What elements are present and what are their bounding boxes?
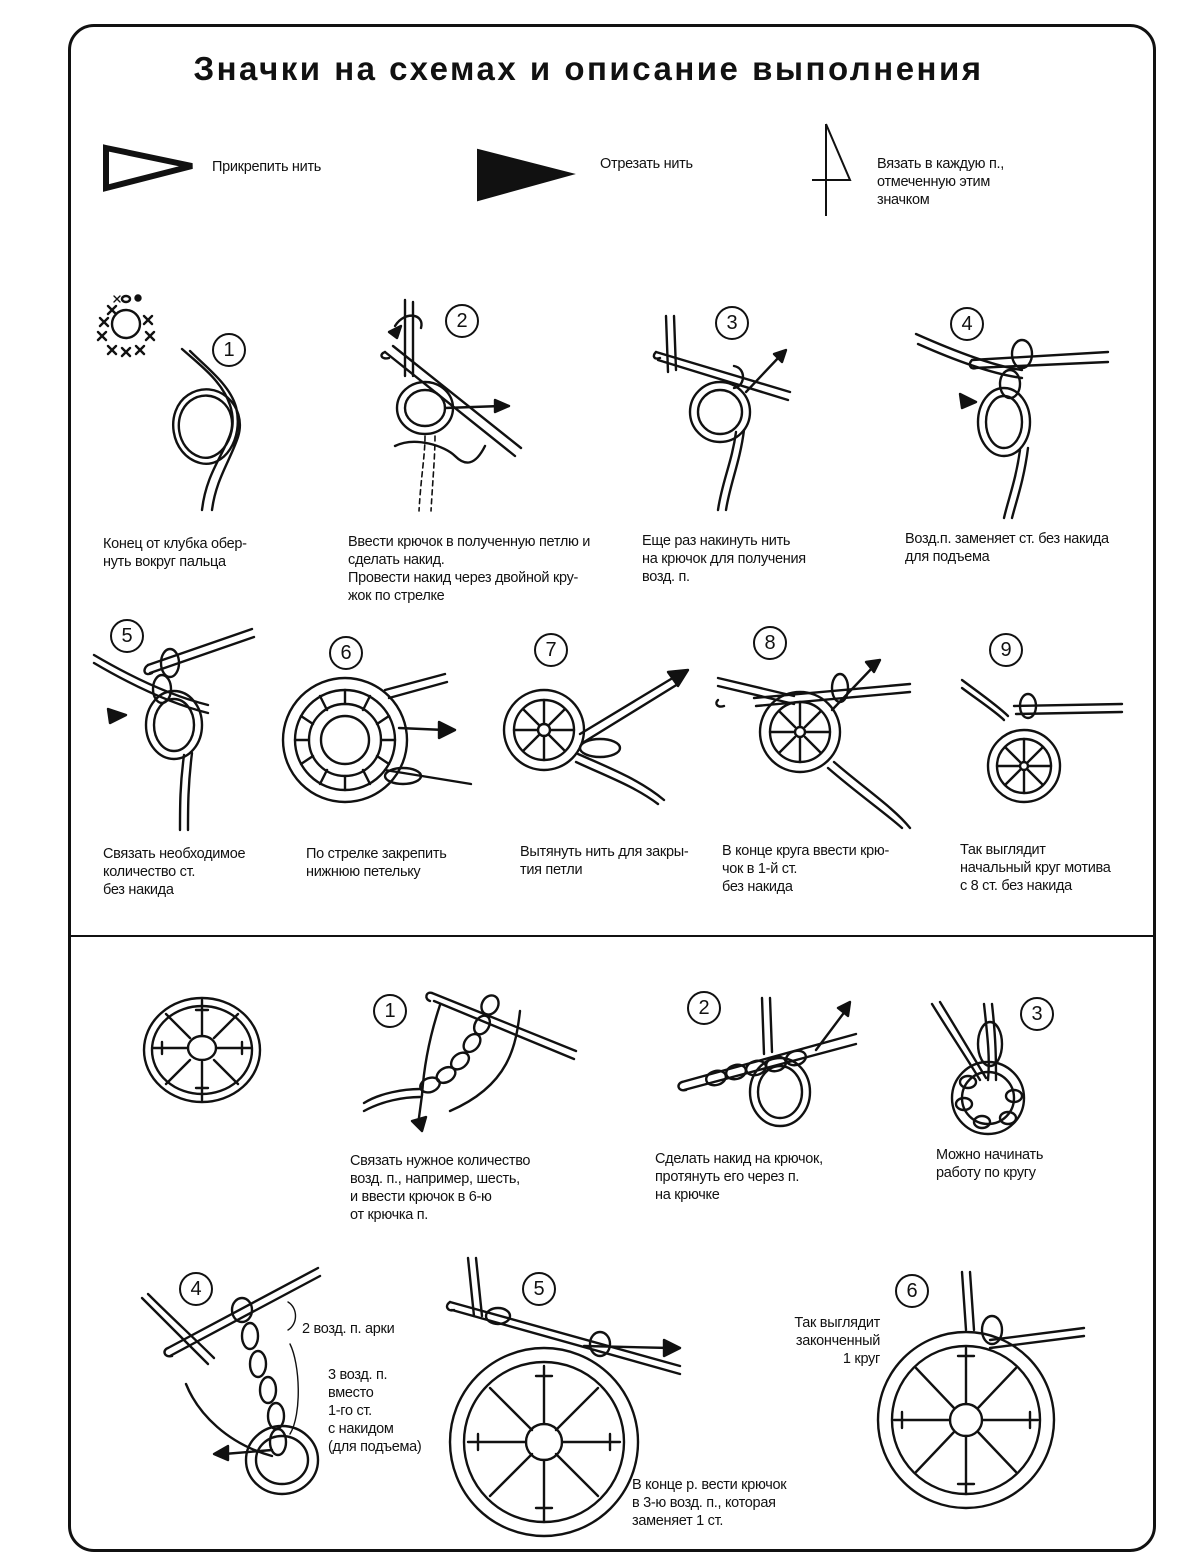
step-a5-number: 5 <box>110 619 144 653</box>
symbol-label-cut: Отрезать нить <box>600 156 693 172</box>
step-a4-text: Возд.п. заменяет ст. без накида для подъ… <box>905 531 1109 565</box>
step-a8-text: В конце круга ввести крю- чок в 1-й ст. … <box>722 843 890 895</box>
step-a4-number: 4 <box>950 307 984 341</box>
step-a5-single-crochet-illustration <box>92 627 256 832</box>
flag-stitch-icon <box>812 123 852 216</box>
step-b1-chain-illustration <box>362 991 578 1133</box>
step-b2-number: 2 <box>687 991 721 1025</box>
mini-ring-chart <box>96 294 156 358</box>
step-a6-text: По стрелке закрепить нижнюю петельку <box>306 846 447 880</box>
step-a2-hook-insert-illustration <box>380 298 523 512</box>
step-a7-text: Вытянуть нить для закры- тия петли <box>520 844 689 878</box>
step-a8-number: 8 <box>753 626 787 660</box>
step-b5-number: 5 <box>522 1272 556 1306</box>
round-chart-diagram <box>142 996 262 1104</box>
step-a6-ring-stitches-illustration <box>281 672 473 804</box>
step-a5-text: Связать необходимое количество ст. без н… <box>103 846 246 898</box>
step-a6-number: 6 <box>329 636 363 670</box>
step-a3-number: 3 <box>715 306 749 340</box>
step-b4-arch-label: 2 возд. п. арки <box>302 1321 395 1337</box>
step-b5-text: В конце р. вести крючок в 3-ю возд. п., … <box>632 1477 787 1529</box>
page-title: Значки на схемах и описание выполнения <box>193 50 984 87</box>
step-a9-number: 9 <box>989 633 1023 667</box>
step-b3-number: 3 <box>1020 997 1054 1031</box>
step-b3-text: Можно начинать работу по кругу <box>936 1147 1044 1181</box>
step-b5-close-round-illustration <box>445 1256 682 1538</box>
step-a7-pull-thread-illustration <box>502 668 690 806</box>
step-b1-text: Связать нужное количество возд. п., напр… <box>350 1153 531 1223</box>
step-a1-number: 1 <box>212 333 246 367</box>
step-b2-text: Сделать накид на крючок, протянуть его ч… <box>655 1151 823 1203</box>
step-a1-thread-loop-illustration <box>172 347 241 512</box>
step-a7-number: 7 <box>534 633 568 667</box>
filled-triangle-cut-icon <box>477 148 576 202</box>
symbol-label-attach: Прикрепить нить <box>212 159 322 175</box>
page-frame <box>68 24 1156 1552</box>
step-b6-number: 6 <box>895 1274 929 1308</box>
step-b6-finished-round-illustration <box>876 1270 1086 1510</box>
symbol-label-each-stitch: Вязать в каждую п., отмеченную этим знач… <box>877 156 1004 208</box>
step-a1-text: Конец от клубка обер- нуть вокруг пальца <box>103 536 247 570</box>
step-b3-ring-ready-illustration <box>930 1000 1026 1136</box>
step-a2-number: 2 <box>445 304 479 338</box>
step-b4-lift-label: 3 возд. п. вместо 1-го ст. с накидом (дл… <box>328 1367 422 1455</box>
step-a3-yarn-over-illustration <box>652 314 792 512</box>
step-b1-number: 1 <box>373 994 407 1028</box>
step-a4-chain-lift-illustration <box>914 332 1110 520</box>
step-a8-join-round-illustration <box>715 658 912 830</box>
step-b2-yarn-over-illustration <box>677 996 858 1128</box>
section-divider <box>70 935 1154 937</box>
step-b4-number: 4 <box>179 1272 213 1306</box>
step-a2-text: Ввести крючок в полученную петлю и сдела… <box>348 534 591 604</box>
step-b6-text: Так выглядит законченный 1 круг <box>794 1315 880 1367</box>
step-b4-lift-chain-illustration <box>140 1266 322 1496</box>
step-a9-finished-ring-illustration <box>960 678 1124 804</box>
open-triangle-attach-icon <box>103 144 193 192</box>
step-a3-text: Еще раз накинуть нить на крючок для полу… <box>642 533 806 585</box>
step-a9-text: Так выглядит начальный круг мотива с 8 с… <box>960 842 1111 894</box>
